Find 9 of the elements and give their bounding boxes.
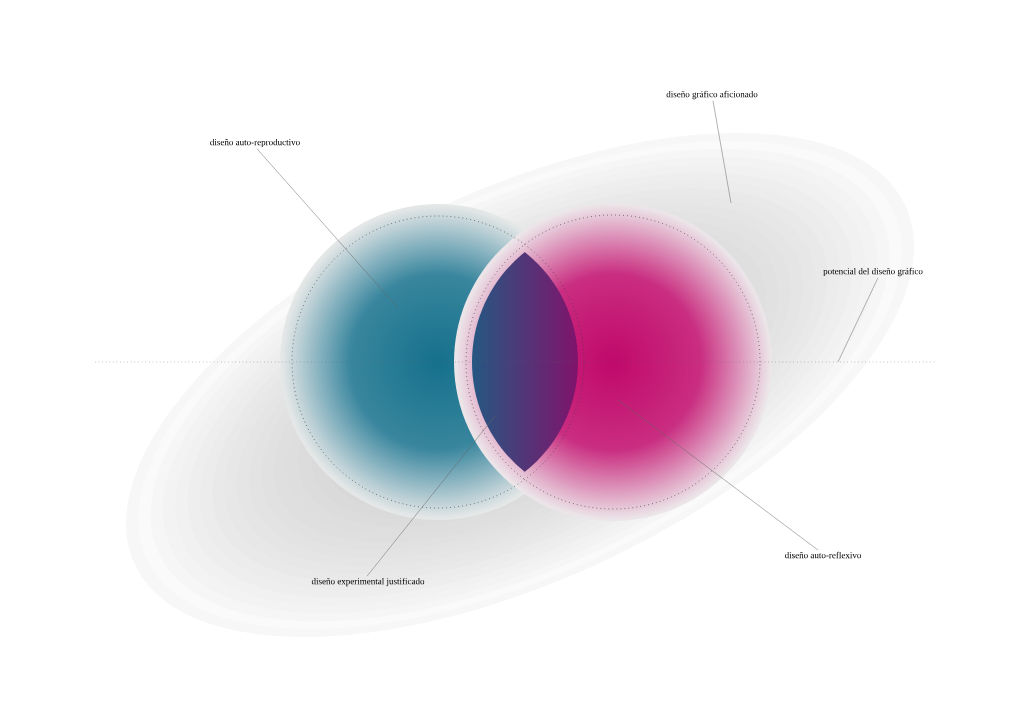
label-text: diseño gráfico aficionado bbox=[666, 90, 758, 100]
leader-line bbox=[256, 148, 399, 309]
leader-line bbox=[617, 399, 819, 551]
leader-line bbox=[712, 100, 732, 204]
leader-line bbox=[837, 277, 879, 363]
label-text: diseño auto-reflexivo bbox=[785, 551, 862, 559]
label-text: diseño auto-reproductivo bbox=[210, 138, 300, 148]
leader-line bbox=[366, 415, 496, 577]
label-text: potencial del diseño gráfico bbox=[823, 267, 923, 277]
